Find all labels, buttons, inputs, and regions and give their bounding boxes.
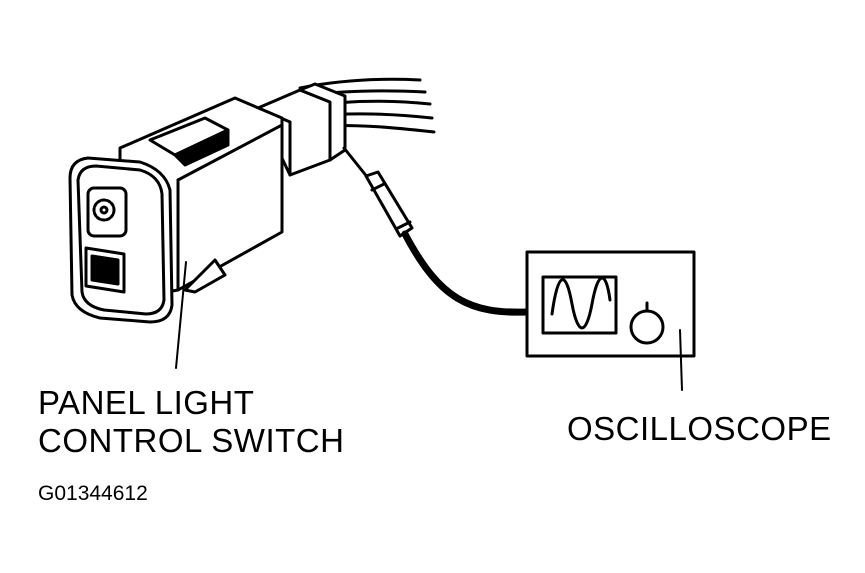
probe-lead xyxy=(342,146,532,316)
figure-id: G01344612 xyxy=(38,482,148,505)
switch-label-line2: CONTROL SWITCH xyxy=(38,422,345,459)
knob-icon xyxy=(86,186,128,238)
switch-leader-line xyxy=(175,261,187,369)
oscilloscope-leader-line xyxy=(679,329,683,391)
rocker-button-icon xyxy=(84,246,126,294)
switch-label-line1: PANEL LIGHT xyxy=(38,384,255,421)
switch-bezel xyxy=(68,156,174,324)
oscilloscope-icon xyxy=(525,250,696,358)
oscilloscope-label: OSCILLOSCOPE xyxy=(567,410,832,447)
